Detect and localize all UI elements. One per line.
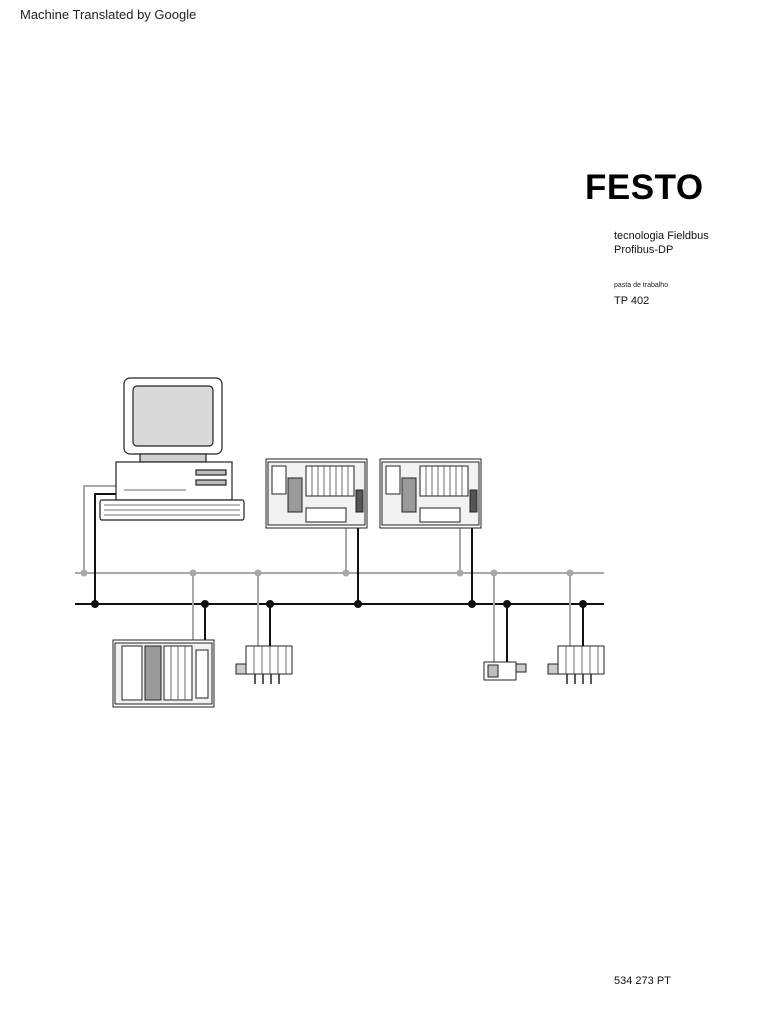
monitor-screen bbox=[132, 385, 214, 447]
cover-subtitle: tecnologia Fieldbus Profibus-DP bbox=[614, 229, 709, 257]
pc-drop-black bbox=[94, 493, 118, 604]
junction-dot bbox=[579, 600, 587, 608]
valve-terminal-module-1 bbox=[265, 458, 368, 529]
junction-dot bbox=[189, 569, 197, 577]
junction-dot bbox=[201, 600, 209, 608]
computer-illustration bbox=[99, 377, 245, 521]
translation-banner: Machine Translated by Google bbox=[20, 7, 197, 22]
subtitle-line-2: Profibus-DP bbox=[614, 244, 674, 256]
drive-bay bbox=[195, 469, 227, 476]
compact-io-module bbox=[483, 661, 527, 681]
monitor-stand bbox=[139, 453, 207, 463]
doc-code: TP 402 bbox=[614, 295, 650, 307]
junction-dot bbox=[456, 569, 464, 577]
order-number: 534 273 PT bbox=[614, 975, 671, 987]
doc-type-label: pasta de trabalho bbox=[614, 282, 669, 289]
junction-dot bbox=[342, 569, 350, 577]
subtitle-line-1: tecnologia Fieldbus bbox=[614, 230, 709, 242]
plc-module bbox=[112, 639, 215, 708]
junction-dot bbox=[91, 600, 99, 608]
valve-terminal-module-2 bbox=[379, 458, 482, 529]
junction-dot bbox=[468, 600, 476, 608]
drive-bay bbox=[195, 479, 227, 486]
pc-drop-grey bbox=[83, 485, 118, 573]
junction-dot bbox=[80, 569, 88, 577]
valve-terminal-small-2 bbox=[547, 645, 605, 684]
junction-dot bbox=[503, 600, 511, 608]
festo-logo: FESTO bbox=[585, 168, 704, 207]
junction-dot bbox=[266, 600, 274, 608]
junction-dot bbox=[490, 569, 498, 577]
bus-junctions bbox=[80, 569, 587, 608]
junction-dot bbox=[254, 569, 262, 577]
junction-dot bbox=[354, 600, 362, 608]
valve-terminal-small-1 bbox=[235, 645, 293, 684]
junction-dot bbox=[566, 569, 574, 577]
